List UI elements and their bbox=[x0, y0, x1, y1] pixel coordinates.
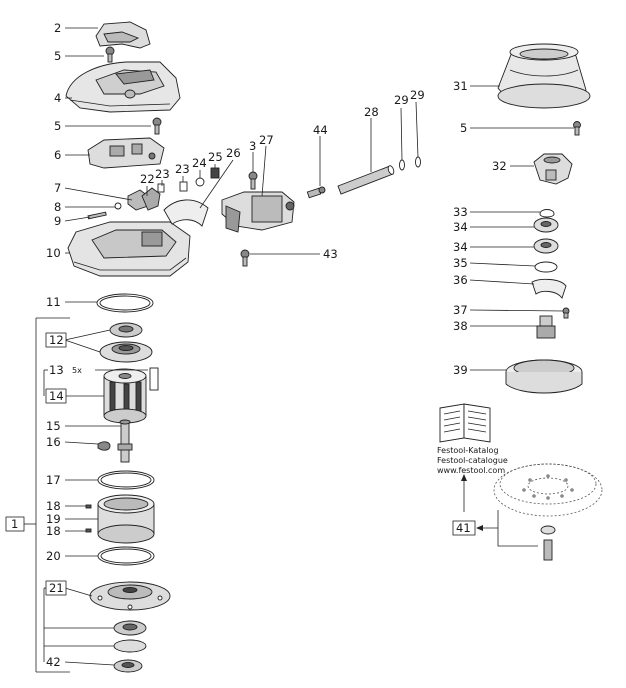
callout-42: 42 bbox=[46, 655, 61, 669]
callout-23: 23 bbox=[175, 162, 190, 176]
part-23-rings bbox=[157, 181, 188, 193]
callout-12: 12 bbox=[49, 333, 64, 347]
callout-6: 6 bbox=[54, 148, 61, 162]
callout-29: 29 bbox=[394, 93, 409, 107]
callout-8: 8 bbox=[54, 200, 61, 214]
part-39-brake-ring bbox=[505, 359, 583, 394]
callout-20: 20 bbox=[46, 549, 61, 563]
part-25-spring bbox=[210, 167, 220, 179]
part-10-gear-housing bbox=[67, 221, 191, 277]
catalog-caption-line-1: Festool-Katalog bbox=[437, 446, 499, 455]
part-13-vane bbox=[149, 367, 159, 391]
part-26-shoe bbox=[163, 199, 209, 227]
callout-34: 34 bbox=[453, 240, 468, 254]
part-6-switch-carrier bbox=[87, 137, 165, 169]
callout-34: 34 bbox=[453, 220, 468, 234]
callout-23: 23 bbox=[155, 167, 170, 181]
callout-44: 44 bbox=[313, 123, 328, 137]
callout-11: 11 bbox=[46, 295, 61, 309]
part-32-eccentric bbox=[533, 153, 573, 185]
callout-labels: 2 5 4 5 6 7 8 9 10 11 12 13 5x 14 15 16 … bbox=[11, 21, 508, 669]
part-27-switch-unit bbox=[221, 191, 295, 233]
callout-5: 5 bbox=[460, 121, 467, 135]
callout-22: 22 bbox=[140, 172, 155, 186]
part-4-motor-housing-top bbox=[65, 61, 181, 113]
callout-21: 21 bbox=[49, 581, 64, 595]
part-2-top-cover bbox=[95, 21, 151, 49]
callout-19: 19 bbox=[46, 512, 61, 526]
part-41-sanding-pad-option bbox=[493, 463, 603, 561]
part-36-counterweight bbox=[531, 278, 567, 299]
part-43-screw bbox=[240, 249, 250, 267]
callout-18: 18 bbox=[46, 499, 61, 513]
callout-29: 29 bbox=[410, 88, 425, 102]
callout-33: 33 bbox=[453, 205, 468, 219]
part-21-flange bbox=[89, 581, 171, 611]
part-35-ring bbox=[534, 261, 558, 273]
part-29-seals bbox=[399, 156, 421, 171]
catalog-caption-line-3: www.festool.com bbox=[437, 466, 505, 475]
callout-boxes bbox=[5, 332, 476, 596]
catalog-caption-line-2: Festool-catalogue bbox=[437, 456, 508, 465]
part-38-bolt bbox=[536, 315, 556, 339]
callout-2: 2 bbox=[54, 21, 61, 35]
callout-38: 38 bbox=[453, 319, 468, 333]
callout-41: 41 bbox=[456, 521, 471, 535]
part-15-shaft bbox=[117, 419, 133, 463]
callout-4: 4 bbox=[54, 91, 61, 105]
part-16-key bbox=[97, 441, 111, 451]
callout-39: 39 bbox=[453, 363, 468, 377]
callout-7: 7 bbox=[54, 181, 61, 195]
callout-36: 36 bbox=[453, 273, 468, 287]
callout-13: 13 bbox=[49, 363, 64, 377]
part-42-bearings bbox=[113, 620, 147, 673]
part-31-dust-skirt bbox=[497, 43, 591, 109]
part-44-nipple bbox=[306, 186, 326, 199]
callout-32: 32 bbox=[492, 159, 507, 173]
callout-5: 5 bbox=[54, 49, 61, 63]
part-28-tube bbox=[337, 165, 395, 195]
part-19-cylinder bbox=[97, 494, 155, 544]
part-18-pins bbox=[85, 504, 92, 533]
part-11-o-ring bbox=[96, 293, 154, 313]
callout-9: 9 bbox=[54, 214, 61, 228]
part-33-circlip bbox=[539, 209, 555, 218]
part-5-screw-top bbox=[105, 46, 115, 63]
callout-35: 35 bbox=[453, 256, 468, 270]
callout-3: 3 bbox=[249, 139, 256, 153]
catalog-book-icon bbox=[439, 403, 491, 443]
callout-43: 43 bbox=[323, 247, 338, 261]
part-22-gear bbox=[141, 187, 161, 211]
callout-37: 37 bbox=[453, 303, 468, 317]
leader-lines bbox=[24, 27, 574, 673]
callout-27: 27 bbox=[259, 133, 274, 147]
part-37-screw bbox=[562, 307, 570, 319]
callout-15: 15 bbox=[46, 419, 61, 433]
note-5x: 5x bbox=[72, 366, 82, 375]
part-5-screw-mid bbox=[152, 117, 162, 135]
callout-14: 14 bbox=[49, 389, 64, 403]
callout-31: 31 bbox=[453, 79, 468, 93]
callout-25: 25 bbox=[208, 150, 223, 164]
callout-1: 1 bbox=[11, 517, 18, 531]
part-24-ball bbox=[195, 177, 205, 187]
callout-10: 10 bbox=[46, 246, 61, 260]
part-12-bearing bbox=[99, 322, 153, 363]
callout-16: 16 bbox=[46, 435, 61, 449]
callout-26: 26 bbox=[226, 146, 241, 160]
part-34-bearings bbox=[533, 217, 559, 254]
callout-5: 5 bbox=[54, 119, 61, 133]
callout-24: 24 bbox=[192, 156, 207, 170]
part-5-screw-right bbox=[573, 121, 581, 136]
callout-18: 18 bbox=[46, 524, 61, 538]
callout-17: 17 bbox=[46, 473, 61, 487]
callout-28: 28 bbox=[364, 105, 379, 119]
part-14-rotor bbox=[103, 368, 147, 424]
